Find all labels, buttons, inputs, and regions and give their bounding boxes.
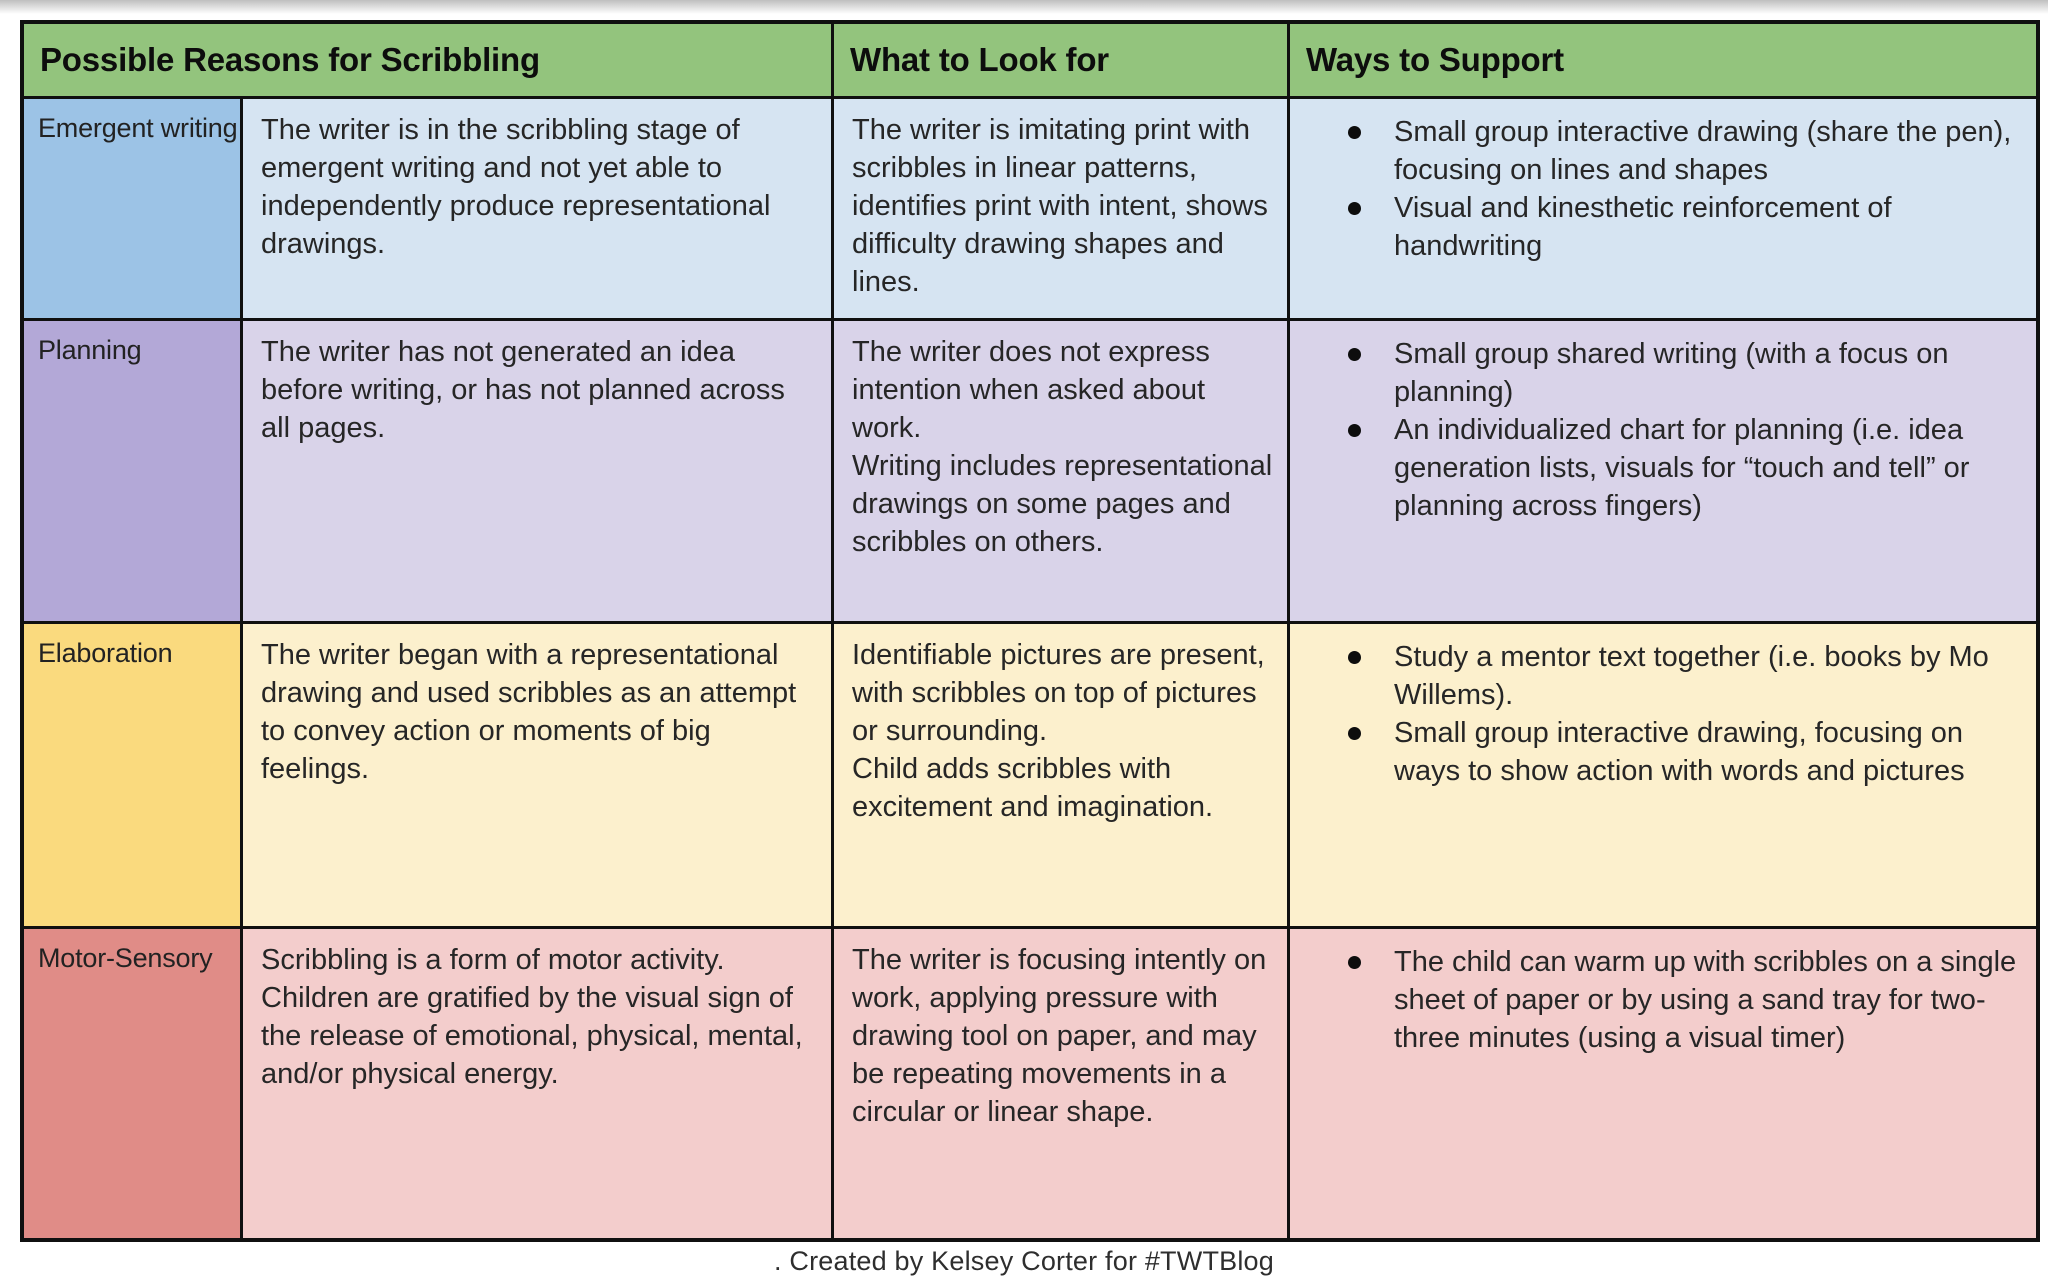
row-elaboration-support: Study a mentor text together (i.e. books… bbox=[1290, 624, 2036, 926]
row-motor-sensory-support: The child can warm up with scribbles on … bbox=[1290, 929, 2036, 1238]
paragraph: Child adds scribbles with excitement and… bbox=[852, 753, 1214, 823]
row-elaboration-description: The writer began with a representational… bbox=[243, 624, 831, 926]
row-planning-label: Planning bbox=[24, 321, 240, 621]
paragraph: The writer is focusing intently on work,… bbox=[852, 944, 1267, 1128]
paragraph: The writer does not express intention wh… bbox=[852, 336, 1210, 444]
row-emergent-description: The writer is in the scribbling stage of… bbox=[243, 99, 831, 318]
header-what-to-look-for: What to Look for bbox=[834, 24, 1287, 96]
header-ways-to-support: Ways to Support bbox=[1290, 24, 2036, 96]
paragraph: The writer has not generated an idea bef… bbox=[261, 336, 785, 444]
row-emergent-support: Small group interactive drawing (share t… bbox=[1290, 99, 2036, 318]
list-item: An individualized chart for planning (i.… bbox=[1348, 411, 2026, 525]
paragraph: Identifiable pictures are present, with … bbox=[852, 639, 1265, 747]
row-elaboration-look-for: Identifiable pictures are present, with … bbox=[834, 624, 1287, 926]
list-item: Study a mentor text together (i.e. books… bbox=[1348, 638, 2026, 714]
paragraph: The writer is in the scribbling stage of… bbox=[261, 114, 771, 260]
list-item: Small group interactive drawing (share t… bbox=[1348, 113, 2026, 189]
paragraph: The writer is imitating print with scrib… bbox=[852, 114, 1268, 298]
paragraph: Writing includes representational drawin… bbox=[852, 450, 1273, 558]
list-item: Small group interactive drawing, focusin… bbox=[1348, 714, 2026, 790]
table-grid: Possible Reasons for Scribbling What to … bbox=[24, 24, 2036, 1238]
row-planning-description: The writer has not generated an idea bef… bbox=[243, 321, 831, 621]
paragraph: Scribbling is a form of motor activity. … bbox=[261, 944, 803, 1090]
list-item: Visual and kinesthetic reinforcement of … bbox=[1348, 189, 2026, 265]
row-motor-sensory-description: Scribbling is a form of motor activity. … bbox=[243, 929, 831, 1238]
row-planning-support: Small group shared writing (with a focus… bbox=[1290, 321, 2036, 621]
list-item: Small group shared writing (with a focus… bbox=[1348, 335, 2026, 411]
support-list: Small group shared writing (with a focus… bbox=[1290, 335, 2026, 525]
row-motor-sensory-label: Motor-Sensory bbox=[24, 929, 240, 1238]
page-top-shadow bbox=[0, 0, 2048, 14]
row-planning-look-for: The writer does not express intention wh… bbox=[834, 321, 1287, 621]
row-emergent-label: Emergent writing bbox=[24, 99, 240, 318]
row-emergent-look-for: The writer is imitating print with scrib… bbox=[834, 99, 1287, 318]
row-motor-sensory-look-for: The writer is focusing intently on work,… bbox=[834, 929, 1287, 1238]
support-list: Small group interactive drawing (share t… bbox=[1290, 113, 2026, 265]
scribbling-reasons-table: Possible Reasons for Scribbling What to … bbox=[20, 20, 2040, 1242]
list-item: The child can warm up with scribbles on … bbox=[1348, 943, 2026, 1057]
support-list: Study a mentor text together (i.e. books… bbox=[1290, 638, 2026, 790]
header-possible-reasons: Possible Reasons for Scribbling bbox=[24, 24, 831, 96]
paragraph: The writer began with a representational… bbox=[261, 639, 797, 785]
support-list: The child can warm up with scribbles on … bbox=[1290, 943, 2026, 1057]
row-elaboration-label: Elaboration bbox=[24, 624, 240, 926]
credit-line: . Created by Kelsey Corter for #TWTBlog bbox=[774, 1246, 1274, 1276]
